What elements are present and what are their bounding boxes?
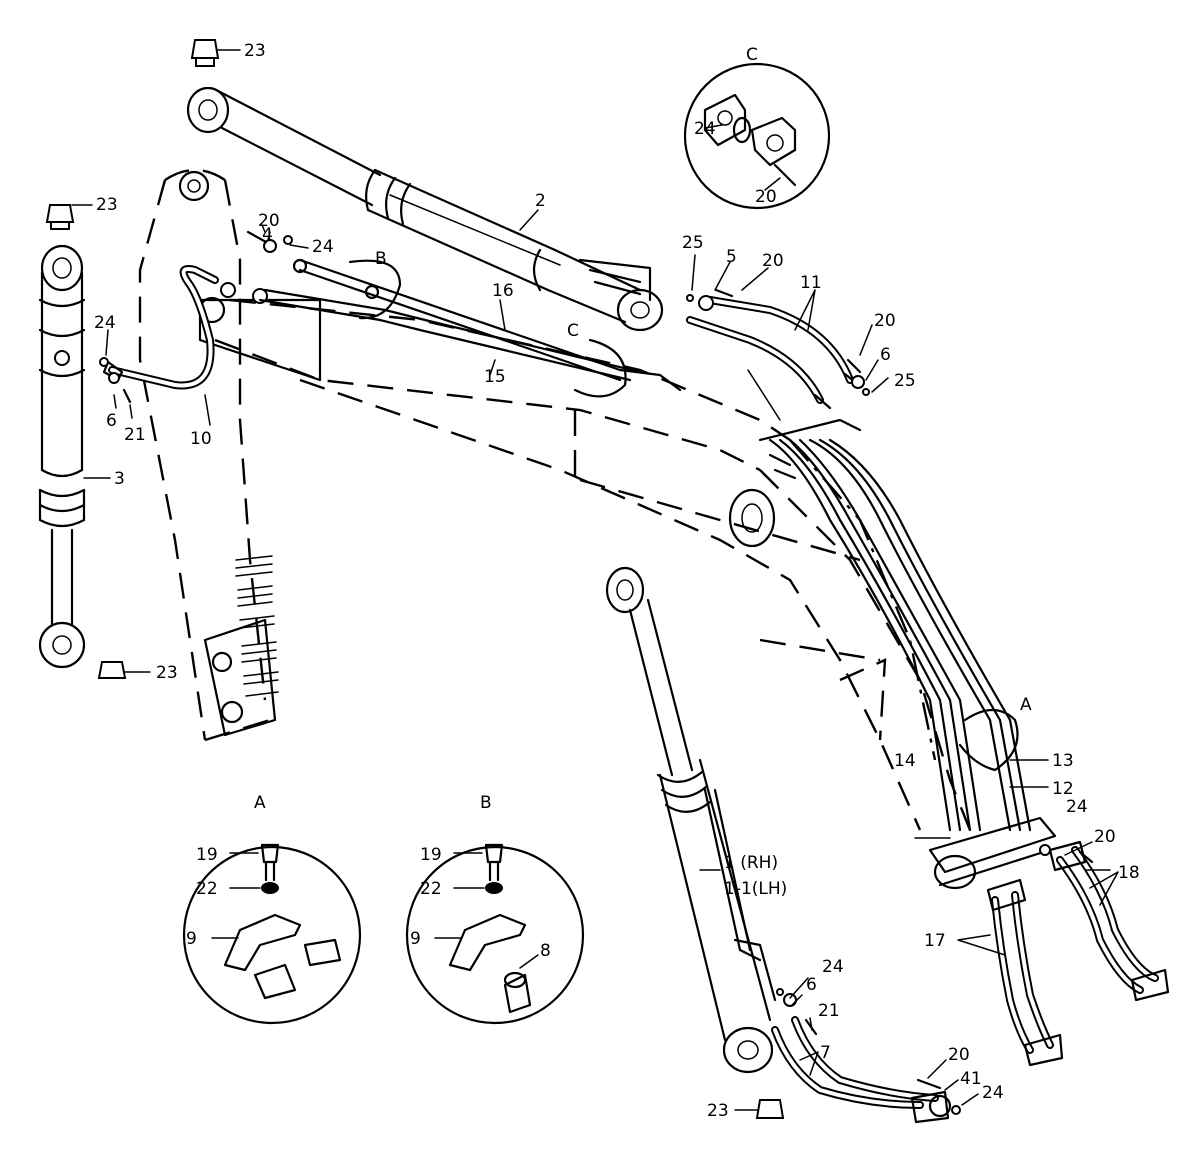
callout-3: 3 [114, 469, 125, 489]
label-detail-a: A [254, 793, 266, 813]
callout-17: 17 [924, 931, 946, 951]
detail-c-ring [573, 338, 627, 398]
callout-25-a: 25 [682, 233, 704, 253]
leader-lines [71, 49, 1119, 1111]
callout-23-top: 23 [244, 41, 266, 61]
callout-7: 7 [820, 1043, 831, 1063]
callout-6-c: 6 [806, 975, 817, 995]
callout-24-e: 24 [982, 1083, 1004, 1103]
hoses-18 [1048, 840, 1170, 1002]
detail-a-callout-22: 22 [196, 879, 218, 899]
detail-c-callout-24: 24 [694, 119, 716, 139]
callout-24-b: 24 [94, 313, 116, 333]
detail-b-callout-22: 22 [420, 879, 442, 899]
callout-18: 18 [1118, 863, 1140, 883]
callout-14: 14 [894, 751, 916, 771]
callout-6-b: 6 [880, 345, 891, 365]
hoses-17 [986, 878, 1064, 1067]
hose-10 [102, 265, 219, 390]
arm-hatch [235, 555, 279, 697]
hoses-7 [771, 1016, 952, 1124]
callout-11: 11 [800, 273, 822, 293]
callout-23-left: 23 [96, 195, 118, 215]
detail-c-callout-20: 20 [755, 187, 777, 207]
callout-6-a: 6 [106, 411, 117, 431]
callout-21-b: 21 [818, 1001, 840, 1021]
callout-24-a: 24 [312, 237, 334, 257]
detail-b-callout-9: 9 [410, 929, 421, 949]
label-ref-a: A [1020, 695, 1032, 715]
callout-2: 2 [535, 191, 546, 211]
callout-23-bottom: 23 [707, 1101, 729, 1121]
callout-25-b: 25 [894, 371, 916, 391]
callout-23-bottom-left: 23 [156, 663, 178, 683]
boom-hose-bundle [747, 369, 1032, 832]
callout-1-1-lh: 1-1(LH) [724, 879, 787, 899]
label-ref-c: C [567, 321, 579, 341]
callout-24-c: 24 [1066, 797, 1088, 817]
grease-caps [45, 39, 785, 1119]
detail-c-circle [683, 62, 831, 210]
callout-labels: C A B B C A 23 23 23 23 2 3 20 4 24 24 6… [94, 41, 1140, 1121]
callout-41: 41 [960, 1069, 982, 1089]
callout-15: 15 [484, 367, 506, 387]
arm-cylinder-2 [186, 86, 664, 332]
label-ref-b: B [375, 249, 387, 269]
boom-cylinder-1 [605, 566, 777, 1074]
callout-20-a: 20 [258, 211, 280, 231]
tubes-15-16 [258, 258, 682, 392]
detail-a-callout-19: 19 [196, 845, 218, 865]
detail-a-circle [182, 843, 362, 1025]
callout-13: 13 [1052, 751, 1074, 771]
detail-b-circle [405, 843, 585, 1025]
callout-20-c: 20 [874, 311, 896, 331]
label-detail-c: C [746, 45, 758, 65]
bucket-cylinder-3 [38, 244, 86, 669]
callout-20-e: 20 [948, 1045, 970, 1065]
callout-16: 16 [492, 281, 514, 301]
detail-a-callout-9: 9 [186, 929, 197, 949]
callout-10: 10 [190, 429, 212, 449]
hose-bracket [928, 816, 1057, 890]
callout-4: 4 [262, 225, 273, 245]
detail-b-callout-19: 19 [420, 845, 442, 865]
callout-5: 5 [726, 247, 737, 267]
hoses-11 [686, 296, 862, 410]
fittings [99, 230, 1094, 1115]
detail-b-ring [348, 259, 402, 320]
label-detail-b: B [480, 793, 492, 813]
detail-a-ring [958, 708, 1019, 772]
callout-20-b: 20 [762, 251, 784, 271]
arm-outline [138, 168, 322, 742]
detail-b-callout-8: 8 [540, 941, 551, 961]
callout-20-d: 20 [1094, 827, 1116, 847]
callout-1-rh: 1 (RH) [724, 853, 778, 873]
callout-21-a: 21 [124, 425, 146, 445]
callout-24-d: 24 [822, 957, 844, 977]
callout-12: 12 [1052, 779, 1074, 799]
